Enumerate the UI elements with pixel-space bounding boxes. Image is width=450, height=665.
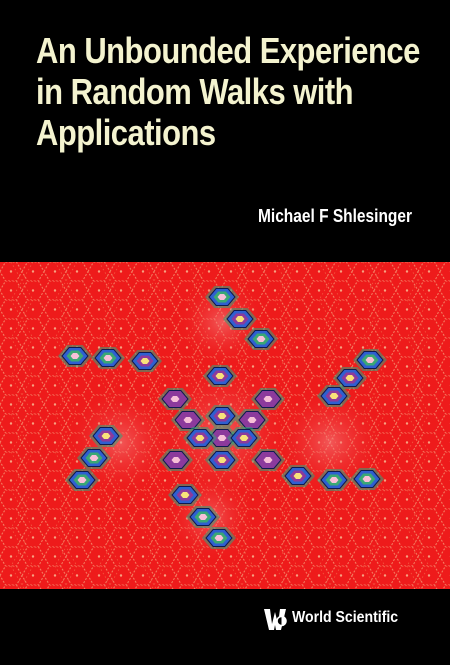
artwork-tile bbox=[251, 388, 285, 410]
world-scientific-logo-icon bbox=[264, 609, 287, 630]
artwork-tile bbox=[203, 365, 237, 387]
artwork-tile bbox=[353, 349, 387, 371]
artwork-tile bbox=[205, 286, 239, 308]
artwork-tile bbox=[168, 484, 202, 506]
artwork-tile bbox=[186, 506, 220, 528]
artwork-tile bbox=[171, 409, 205, 431]
artwork-tile bbox=[89, 425, 123, 447]
artwork-tile bbox=[159, 449, 193, 471]
artwork-tile bbox=[205, 427, 239, 449]
artwork-glow bbox=[65, 387, 175, 497]
artwork-tile bbox=[317, 385, 351, 407]
artwork-tile bbox=[58, 345, 92, 367]
artwork-tile bbox=[333, 367, 367, 389]
artwork-tile bbox=[235, 409, 269, 431]
title-line-3: Applications bbox=[36, 112, 216, 153]
artwork-tile bbox=[77, 447, 111, 469]
artwork-tile bbox=[202, 527, 236, 549]
publisher-name: World Scientific bbox=[292, 609, 399, 626]
artwork-tile bbox=[281, 465, 315, 487]
artwork-tile bbox=[158, 388, 192, 410]
title-line-1: An Unbounded Experience bbox=[36, 30, 420, 71]
book-author: Michael F Shlesinger bbox=[258, 206, 412, 226]
book-title: An Unbounded Experience in Random Walks … bbox=[36, 30, 420, 153]
artwork-tile bbox=[183, 427, 217, 449]
artwork-tile bbox=[205, 449, 239, 471]
artwork-tile bbox=[65, 469, 99, 491]
artwork-tile bbox=[223, 308, 257, 330]
title-line-2: in Random Walks with bbox=[36, 71, 354, 112]
cover-fractal-artwork bbox=[0, 262, 450, 589]
artwork-tile bbox=[128, 350, 162, 372]
artwork-tile bbox=[350, 468, 384, 490]
artwork-tile bbox=[251, 449, 285, 471]
artwork-glow bbox=[177, 277, 267, 367]
artwork-tile bbox=[244, 328, 278, 350]
artwork-tile bbox=[91, 347, 125, 369]
artwork-tile bbox=[317, 469, 351, 491]
artwork-tile bbox=[205, 405, 239, 427]
artwork-tile bbox=[227, 427, 261, 449]
